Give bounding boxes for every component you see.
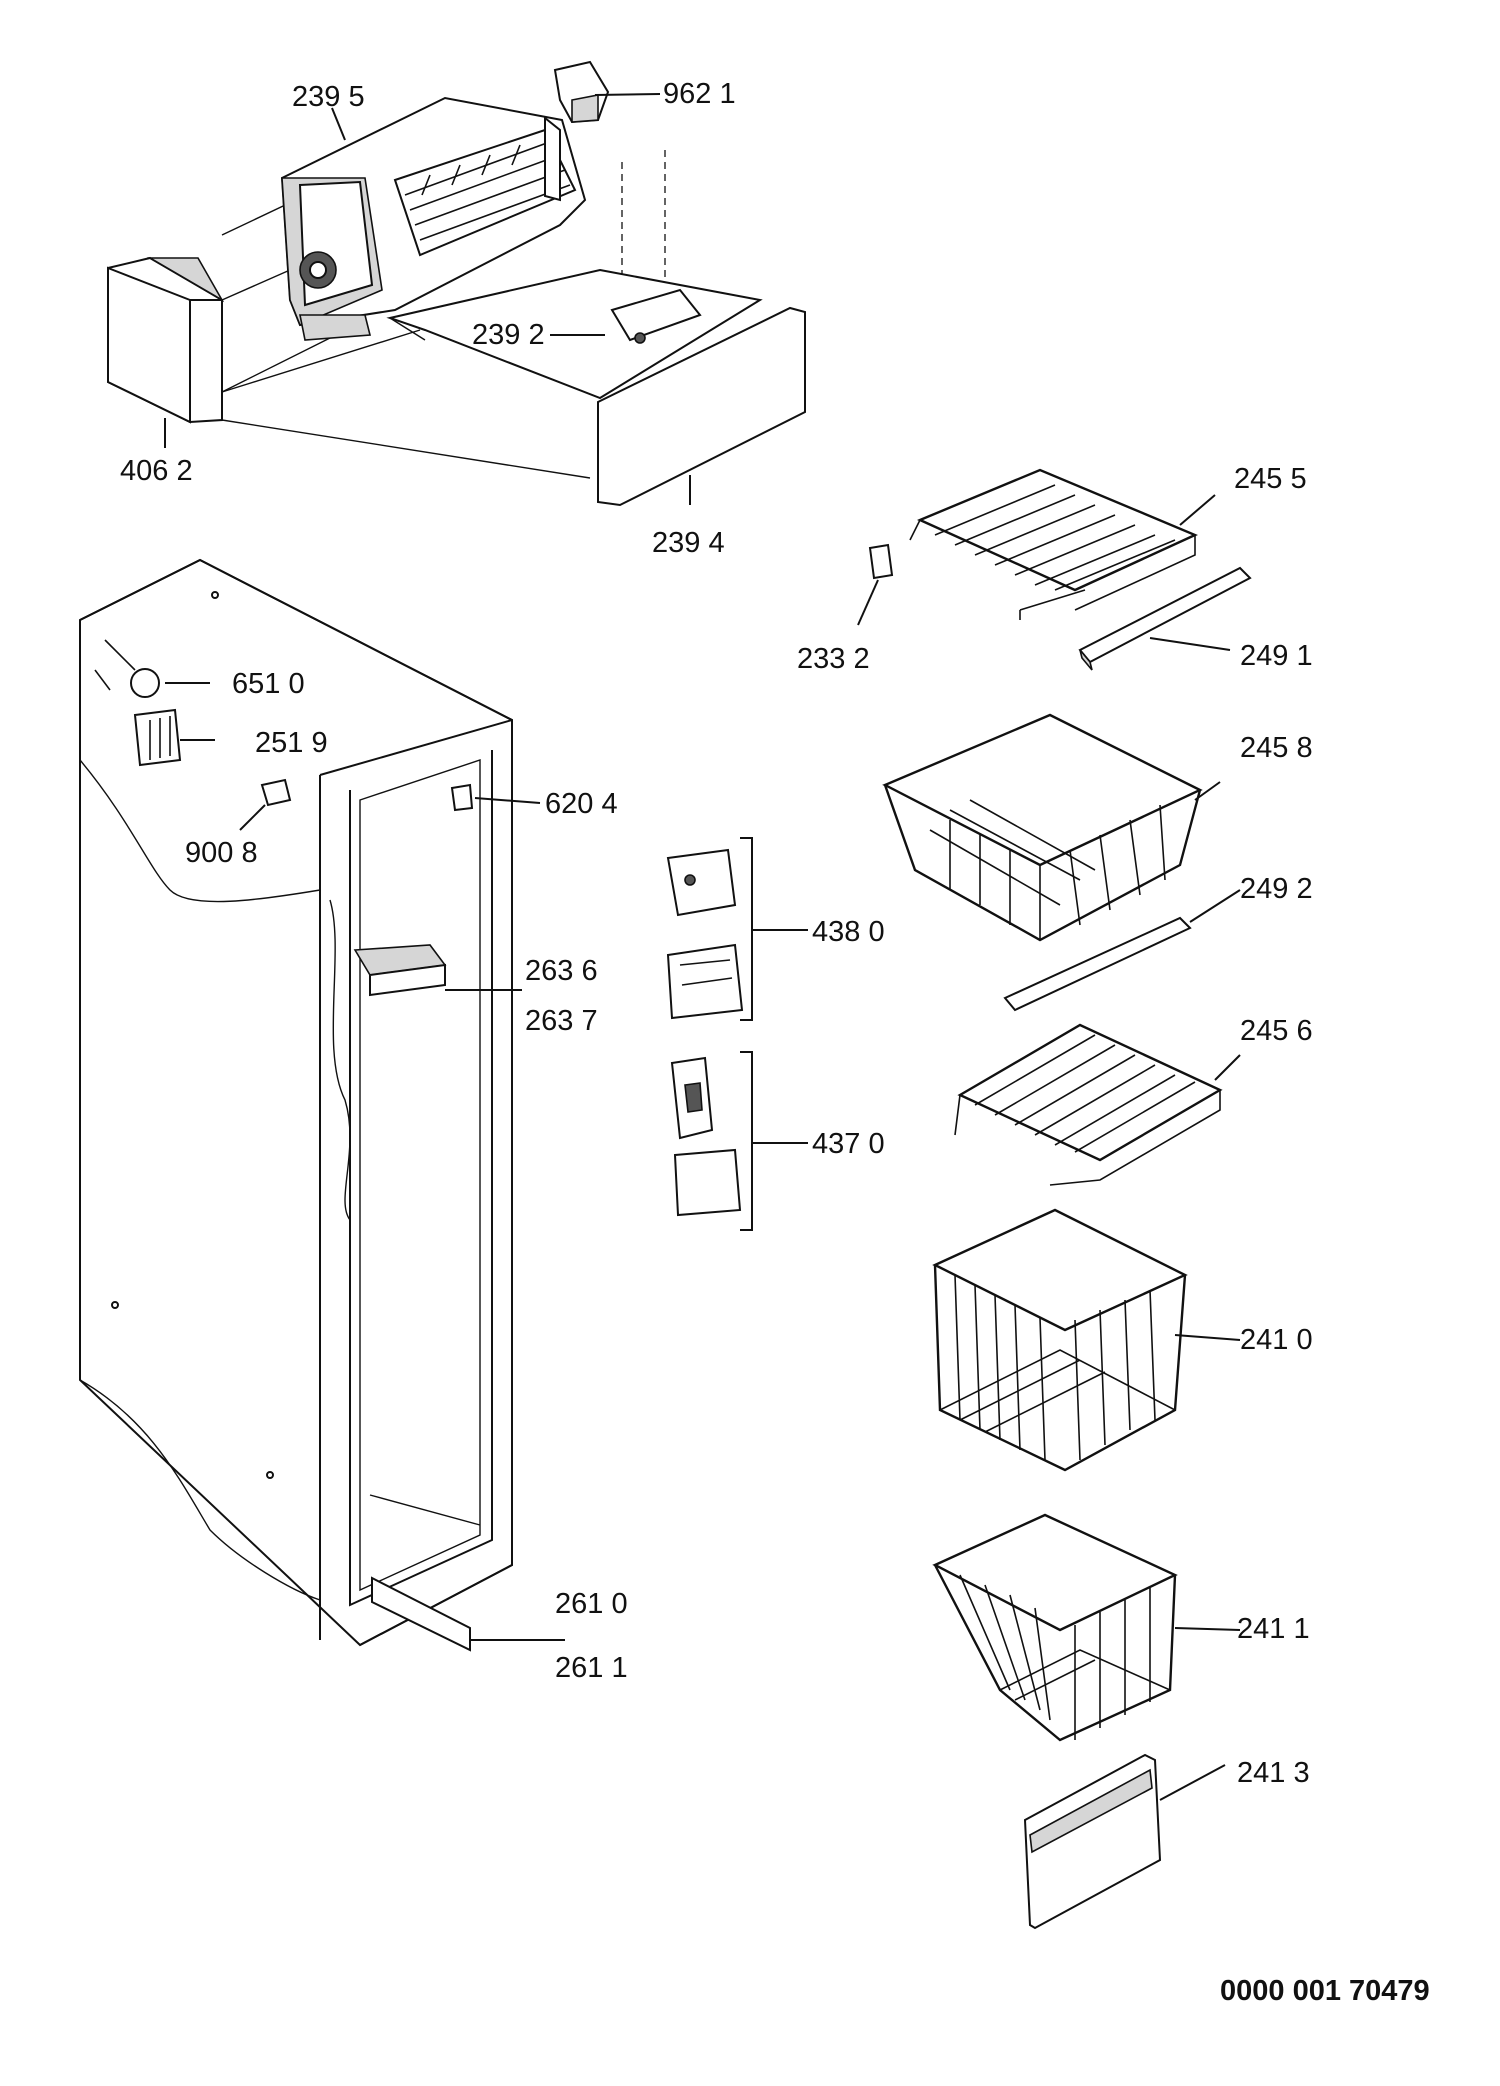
wire-shelf-245-5 (909, 468, 1198, 620)
label-249-2: 249 2 (1240, 873, 1313, 905)
label-962-1: 962 1 (663, 78, 736, 110)
leader-lines (164, 93, 1241, 1801)
label-251-9: 251 9 (255, 727, 328, 759)
ice-maker-assembly (107, 60, 806, 507)
control-bracket (353, 944, 447, 997)
wire-basket-241-0 (932, 1208, 1188, 1472)
bottom-rail (371, 1576, 471, 1652)
label-263-6: 263 6 (525, 955, 598, 987)
lamp-bulb (94, 639, 160, 698)
freezer-cabinet (79, 558, 513, 1652)
label-241-3: 241 3 (1237, 1757, 1310, 1789)
wire-shelf-245-6 (954, 1023, 1223, 1186)
label-620-4: 620 4 (545, 788, 618, 820)
label-239-5: 239 5 (292, 81, 365, 113)
document-code: 0000 001 70479 (1220, 1975, 1430, 2007)
ice-maker-clip (553, 60, 610, 124)
control-board-437 (670, 1051, 753, 1231)
wire-basket-245-8 (882, 713, 1203, 942)
label-437-0: 437 0 (812, 1128, 885, 1160)
label-245-8: 245 8 (1240, 732, 1313, 764)
wire-basket-241-1 (932, 1513, 1178, 1742)
control-board-438 (666, 837, 753, 1021)
label-249-1: 249 1 (1240, 640, 1313, 672)
label-245-6: 245 6 (1240, 1015, 1313, 1047)
lamp-housing (133, 708, 182, 767)
shelf-clip-233-2 (868, 543, 894, 580)
label-651-0: 651 0 (232, 668, 305, 700)
label-438-0: 438 0 (812, 916, 885, 948)
shelf-trim-249-1 (1078, 566, 1252, 671)
label-263-7: 263 7 (525, 1005, 598, 1037)
ice-maker-unit (280, 96, 587, 341)
label-900-8: 900 8 (185, 837, 258, 869)
door-switch (260, 778, 292, 807)
ice-maker-front-cover (107, 256, 225, 424)
label-241-1: 241 1 (1237, 1613, 1310, 1645)
label-261-0: 261 0 (555, 1588, 628, 1620)
label-241-0: 241 0 (1240, 1324, 1313, 1356)
label-239-2: 239 2 (472, 319, 545, 351)
label-245-5: 245 5 (1234, 463, 1307, 495)
basket-front-241-3 (1023, 1753, 1162, 1930)
label-233-2: 233 2 (797, 643, 870, 675)
part-labels: 239 5 962 1 239 2 406 2 239 4 245 5 233 … (120, 78, 1430, 2007)
label-261-1: 261 1 (555, 1652, 628, 1684)
label-406-2: 406 2 (120, 455, 193, 487)
shelf-trim-249-2 (1003, 916, 1192, 1012)
sensor-clip (450, 783, 474, 812)
label-239-4: 239 4 (652, 527, 725, 559)
